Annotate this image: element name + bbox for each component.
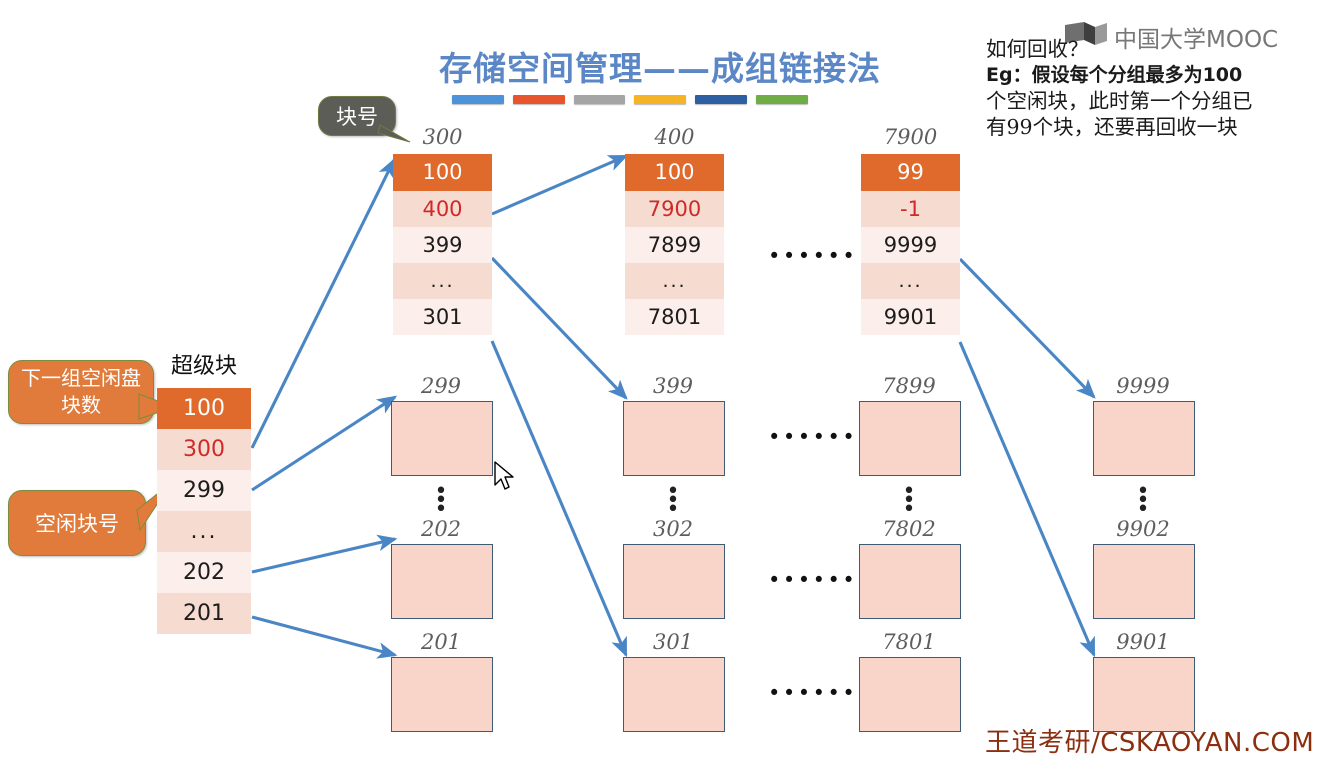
note-line-2: Eg：假设每个分组最多为100	[986, 64, 1243, 86]
superblock-cell-count: 100	[157, 388, 251, 429]
callout-next-group-count-label: 下一组空闲盘块数	[21, 366, 141, 417]
group-1-cell-next-group: 400	[393, 191, 492, 227]
group-3-cell-ellipsis: ...	[861, 263, 960, 299]
free-block-column-2-ellipsis: •••	[666, 479, 680, 522]
free-block-box-399	[623, 401, 725, 476]
superblock-cell-ellipsis: ...	[157, 511, 251, 552]
callout-next-group-count: 下一组空闲盘块数	[8, 360, 154, 424]
title-bar-1	[452, 95, 504, 104]
group-1-cell-count: 100	[393, 154, 492, 191]
free-block-column-1-ellipsis: •••	[434, 479, 448, 522]
group-table-3: 99 -1 9999 ... 9901	[861, 154, 960, 335]
group-2-cell-block-7899: 7899	[625, 227, 724, 263]
free-block-label-7802: 7802	[882, 517, 936, 541]
free-block-column-3-ellipsis: •••	[902, 479, 916, 522]
free-block-box-9999	[1093, 401, 1195, 476]
free-block-box-7801	[859, 657, 961, 732]
title-bar-2	[512, 95, 565, 104]
free-block-box-202	[391, 544, 493, 619]
callout-block-number-label: 块号	[336, 105, 378, 129]
group-3-cell-block-9901: 9901	[861, 299, 960, 335]
free-block-box-9902	[1093, 544, 1195, 619]
free-block-label-301: 301	[652, 630, 694, 654]
group-2-cell-ellipsis: ...	[625, 263, 724, 299]
superblock-title: 超级块	[170, 354, 237, 379]
free-block-label-202: 202	[420, 517, 462, 541]
free-block-row-3-ellipsis: ••••••	[768, 681, 858, 705]
group-2-cell-count: 100	[625, 154, 724, 191]
callout-block-number: 块号	[318, 96, 396, 136]
mooc-book-icon	[1064, 21, 1108, 54]
group-table-2-label: 400	[654, 125, 695, 149]
title-bar-3	[573, 95, 626, 104]
free-block-box-7802	[859, 544, 961, 619]
free-block-box-302	[623, 544, 725, 619]
free-block-box-9901	[1093, 657, 1195, 732]
superblock-cell-next-group: 300	[157, 429, 251, 470]
free-block-row-2-ellipsis: ••••••	[768, 568, 858, 592]
superblock-cell-block-299: 299	[157, 470, 251, 511]
group-table-1: 100 400 399 ... 301	[393, 154, 492, 335]
note-line-3: 个空闲块，此时第一个分组已	[986, 89, 1253, 113]
mooc-logo: 中国大学MOOC	[1064, 20, 1278, 54]
free-block-box-7899	[859, 401, 961, 476]
superblock-cell-block-201: 201	[157, 593, 251, 634]
group-1-cell-block-399: 399	[393, 227, 492, 263]
free-block-label-299: 299	[420, 374, 462, 398]
superblock-cell-block-202: 202	[157, 552, 251, 593]
group-3-cell-block-9999: 9999	[861, 227, 960, 263]
free-block-label-302: 302	[652, 517, 694, 541]
callout-free-block-number: 空闲块号	[8, 490, 146, 556]
title-decoration-bars	[452, 95, 808, 105]
group-1-cell-block-301: 301	[393, 299, 492, 335]
mooc-logo-text: 中国大学MOOC	[1114, 27, 1279, 53]
free-block-label-7899: 7899	[882, 374, 936, 398]
group-table-1-label: 300	[422, 125, 463, 149]
page-title: 存储空间管理——成组链接法	[439, 49, 881, 88]
group-tables-ellipsis: ••••••	[768, 244, 858, 268]
group-table-2: 100 7900 7899 ... 7801	[625, 154, 724, 335]
note-line-1: 如何回收？	[986, 37, 1089, 61]
group-3-cell-count: 99	[861, 154, 960, 191]
note-line-4: 有99个块，还要再回收一块	[986, 115, 1238, 139]
free-block-label-201: 201	[420, 630, 462, 654]
free-block-box-201	[391, 657, 493, 732]
free-block-column-4-ellipsis: •••	[1136, 479, 1150, 522]
superblock-table: 100 300 299 ... 202 201	[157, 388, 251, 634]
callout-free-block-number-label: 空闲块号	[35, 512, 119, 536]
title-bar-5	[695, 95, 748, 104]
free-block-label-9999: 9999	[1116, 374, 1170, 398]
title-bar-6	[756, 95, 808, 104]
watermark: 王道考研/CSKAOYAN.COM	[985, 728, 1315, 758]
group-1-cell-ellipsis: ...	[393, 263, 492, 299]
group-3-cell-next-group: -1	[861, 191, 960, 227]
title-bar-4	[634, 95, 687, 104]
group-2-cell-next-group: 7900	[625, 191, 724, 227]
free-block-box-301	[623, 657, 725, 732]
free-block-label-399: 399	[652, 374, 694, 398]
group-table-3-label: 7900	[883, 125, 938, 149]
explanation-note: 如何回收？ Eg：假设每个分组最多为100 个空闲块，此时第一个分组已 有99个…	[986, 36, 1326, 140]
free-block-label-7801: 7801	[882, 630, 936, 654]
free-block-row-1-ellipsis: ••••••	[768, 425, 858, 449]
free-block-label-9902: 9902	[1116, 517, 1170, 541]
group-2-cell-block-7801: 7801	[625, 299, 724, 335]
free-block-label-9901: 9901	[1116, 630, 1170, 654]
free-block-box-299	[391, 401, 493, 476]
